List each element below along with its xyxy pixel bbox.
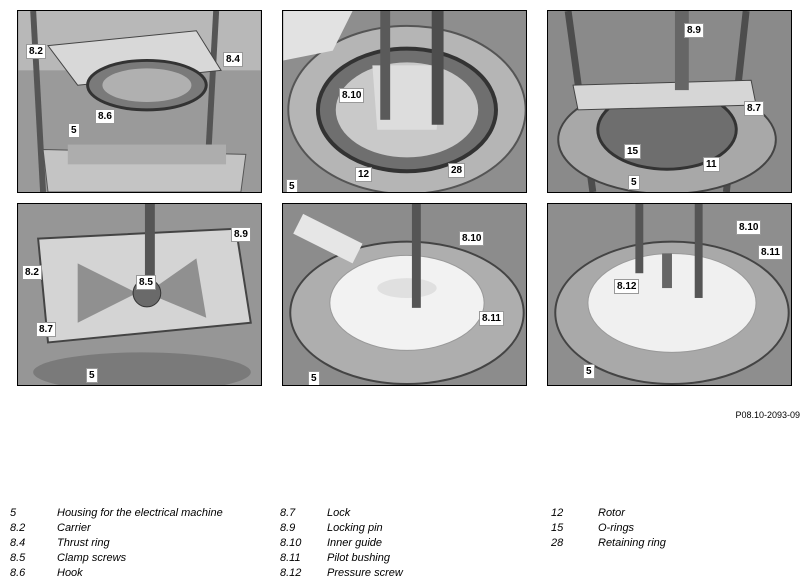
legend-column-2: 8.7 Lock 8.9 Locking pin 8.10 Inner guide 8… — [280, 506, 403, 581]
legend-item: 8.6 Hook — [10, 566, 223, 581]
callout-label: 8.2 — [26, 44, 46, 59]
legend-item: 8.5 Clamp screws — [10, 551, 223, 566]
photo-carrier-thrust-ring — [18, 11, 261, 192]
callout-label: 5 — [308, 371, 320, 385]
callout-label: 5 — [583, 364, 595, 379]
callout-label: 8.10 — [339, 88, 365, 103]
legend-item: 8.2 Carrier — [10, 521, 223, 536]
photo-panel-5: 8.10 8.11 5 — [282, 203, 527, 386]
callout-label: 8.5 — [136, 275, 156, 290]
legend-code: 15 — [551, 522, 564, 534]
legend-code: 12 — [551, 507, 564, 519]
legend-code: 8.7 — [280, 507, 296, 519]
callout-label: 5 — [86, 368, 98, 383]
callout-label: 8.4 — [223, 52, 243, 67]
legend-text: O-rings — [598, 522, 635, 534]
legend-text: Clamp screws — [57, 552, 127, 564]
photo-panel-1: 8.2 8.4 8.6 5 — [17, 10, 262, 193]
callout-label: 8.9 — [684, 23, 704, 38]
callout-label: 12 — [355, 167, 373, 182]
legend-text: Thrust ring — [57, 537, 110, 549]
photo-clamp-screws — [18, 204, 261, 385]
legend-item: 8.9 Locking pin — [280, 521, 403, 536]
legend-code: 8.4 — [10, 537, 26, 549]
legend-item: 5 Housing for the electrical machine — [10, 506, 223, 521]
photo-panel-2: 8.10 12 28 5 — [282, 10, 527, 193]
legend-text: Carrier — [57, 522, 91, 534]
figure-code: P08.10-2093-09 — [735, 410, 800, 420]
callout-label: 5 — [286, 179, 298, 192]
photo-pilot-bushing — [283, 204, 526, 385]
photo-panel-3: 8.9 8.7 15 11 5 — [547, 10, 792, 193]
legend-code: 8.11 — [280, 552, 301, 564]
legend-code: 8.9 — [280, 522, 296, 534]
callout-label: 8.10 — [459, 231, 485, 246]
legend-code: 8.10 — [280, 537, 302, 549]
legend-item: 8.10 Inner guide — [280, 536, 403, 551]
legend-code: 8.12 — [280, 567, 302, 579]
callout-label: 8.11 — [479, 311, 504, 326]
legend-column-3: 12 Rotor 15 O-rings 28 Retaining ring — [551, 506, 666, 551]
photo-panel-4: 8.9 8.2 8.5 8.7 5 — [17, 203, 262, 386]
legend-code: 8.6 — [10, 567, 26, 579]
legend-item: 28 Retaining ring — [551, 536, 666, 551]
photo-panel-6: 8.10 8.11 8.12 5 — [547, 203, 792, 386]
legend-item: 8.7 Lock — [280, 506, 403, 521]
callout-label: 8.10 — [736, 220, 762, 235]
legend-code: 8.2 — [10, 522, 26, 534]
callout-label: 8.7 — [36, 322, 56, 337]
legend-item: 15 O-rings — [551, 521, 666, 536]
legend-item: 8.12 Pressure screw — [280, 566, 403, 581]
callout-label: 15 — [624, 144, 642, 159]
callout-label: 8.7 — [744, 101, 764, 116]
legend-text: Housing for the electrical machine — [57, 507, 223, 519]
callout-label: 8.12 — [614, 279, 640, 294]
legend-text: Retaining ring — [598, 537, 666, 549]
callout-label: 5 — [68, 123, 80, 138]
legend-text: Hook — [57, 567, 83, 579]
legend-code: 5 — [10, 507, 17, 519]
callout-label: 28 — [448, 163, 466, 178]
legend-text: Lock — [327, 507, 351, 519]
photo-inner-guide-rotor — [283, 11, 526, 192]
legend-item: 8.11 Pilot bushing — [280, 551, 403, 566]
legend-text: Pilot bushing — [327, 552, 390, 564]
callout-label: 8.6 — [95, 109, 115, 124]
callout-label: 8.2 — [22, 265, 42, 280]
legend-item: 8.4 Thrust ring — [10, 536, 223, 551]
legend-text: Pressure screw — [327, 567, 403, 579]
callout-label: 5 — [628, 175, 640, 190]
callout-label: 8.9 — [231, 227, 251, 242]
legend-code: 8.5 — [10, 552, 26, 564]
legend-code: 28 — [551, 537, 564, 549]
callout-label: 11 — [703, 157, 720, 172]
legend-text: Rotor — [598, 507, 625, 519]
legend-text: Inner guide — [327, 537, 383, 549]
legend-text: Locking pin — [327, 522, 383, 534]
callout-label: 8.11 — [758, 245, 783, 260]
legend-item: 12 Rotor — [551, 506, 666, 521]
